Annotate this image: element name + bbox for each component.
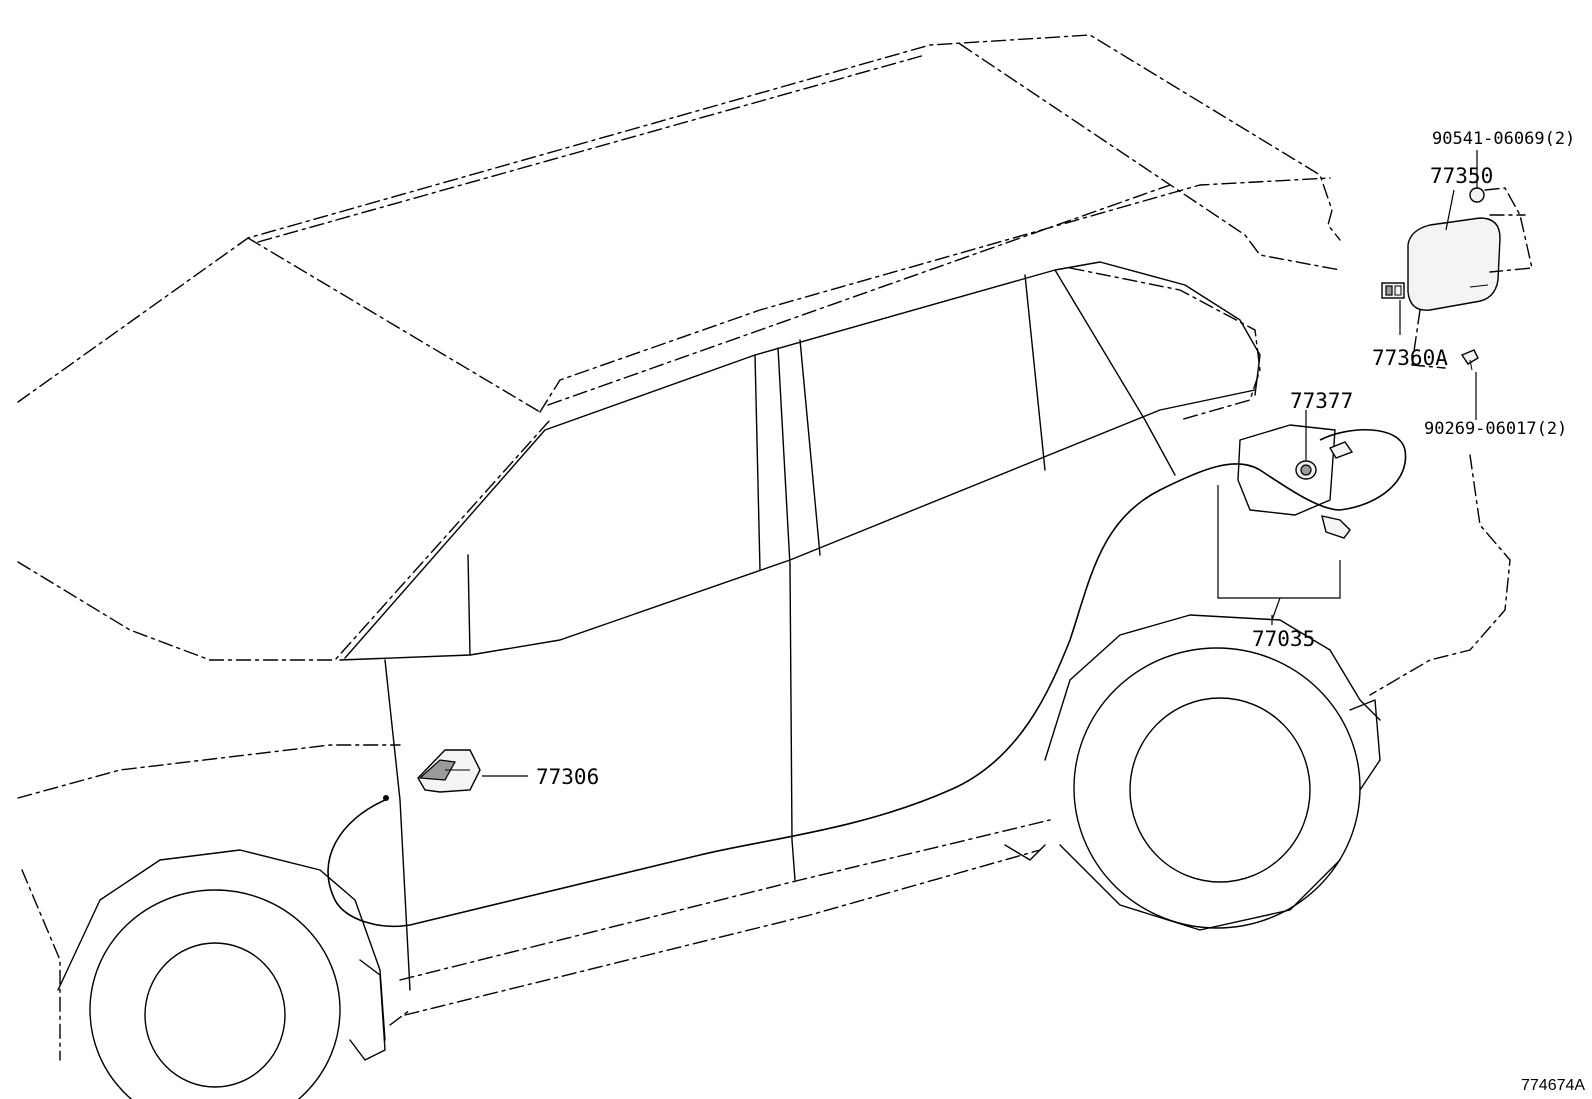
part-77306-opener-lever bbox=[417, 749, 481, 793]
callout-90541: 90541-06069(2) bbox=[1432, 129, 1575, 149]
callout-77306: 77306 bbox=[536, 765, 599, 789]
callout-77377: 77377 bbox=[1290, 389, 1353, 413]
vehicle-body bbox=[17, 34, 1511, 1099]
opener-cable bbox=[327, 428, 1407, 928]
part-90541-cap bbox=[1469, 187, 1485, 203]
callout-77035: 77035 bbox=[1252, 627, 1315, 651]
part-77350-fuel-lid bbox=[1407, 217, 1501, 311]
part-77360A-clip bbox=[1381, 282, 1405, 299]
callout-77360A: 77360A bbox=[1372, 346, 1448, 370]
callout-90269: 90269-06017(2) bbox=[1424, 419, 1567, 439]
callout-77350: 77350 bbox=[1430, 164, 1493, 188]
part-77035-cable-end bbox=[1321, 515, 1351, 539]
part-90269-screw bbox=[1460, 349, 1479, 371]
assembly-box bbox=[1484, 187, 1533, 273]
figure-reference: 774674A bbox=[1521, 1077, 1585, 1094]
bracket-77035 bbox=[1217, 485, 1341, 621]
leader-lines bbox=[482, 150, 1478, 777]
part-77377-grommet bbox=[1295, 441, 1354, 480]
